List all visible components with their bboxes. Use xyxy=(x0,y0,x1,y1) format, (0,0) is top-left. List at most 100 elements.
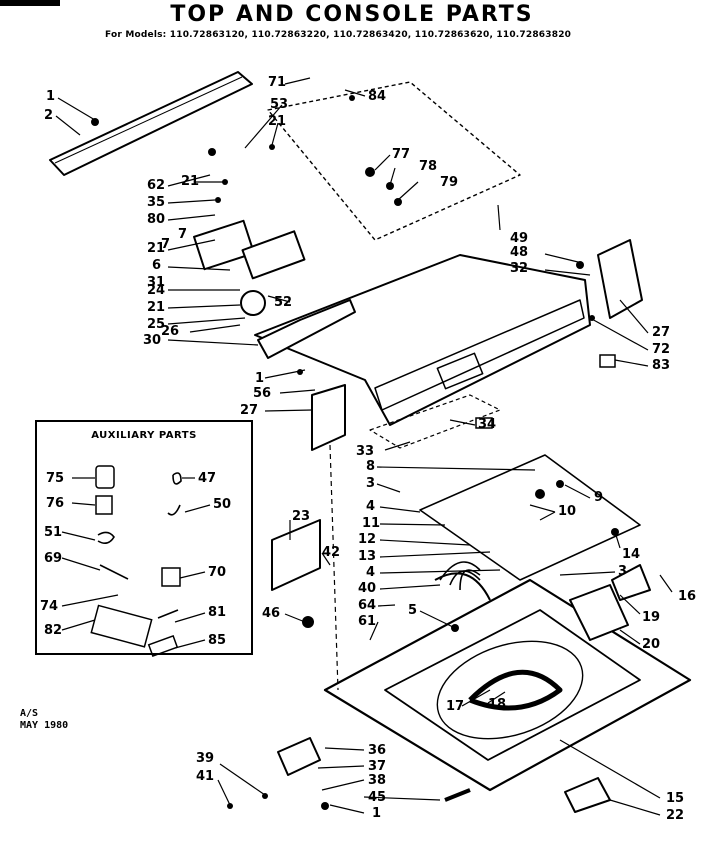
console-body-part xyxy=(254,254,591,426)
callout-70: 70 xyxy=(208,565,227,580)
callout-4: 4 xyxy=(366,565,376,580)
callout-14: 14 xyxy=(622,547,641,562)
lid-frame-outline xyxy=(419,454,641,581)
callout-15: 15 xyxy=(666,791,685,806)
footer-code: A/S xyxy=(20,708,39,719)
callout-7: 7 xyxy=(178,227,188,242)
front-panel-part xyxy=(311,384,346,451)
callout-1: 1 xyxy=(255,371,265,386)
callout-49: 49 xyxy=(510,231,529,246)
switch-housing-part xyxy=(277,737,321,776)
callout-79: 79 xyxy=(440,175,459,190)
callout-21: 21 xyxy=(147,241,166,256)
footer-date: MAY 1980 xyxy=(20,720,69,731)
switch-block-part xyxy=(241,230,306,280)
console-rear-cover-outline xyxy=(267,81,521,241)
callout-69: 69 xyxy=(44,551,63,566)
callout-2: 2 xyxy=(44,108,54,123)
callout-34: 34 xyxy=(478,417,497,432)
callout-76: 76 xyxy=(46,496,65,511)
callout-77: 77 xyxy=(392,147,411,162)
callout-7: 7 xyxy=(161,237,171,252)
callout-21: 21 xyxy=(147,300,166,315)
callout-83: 83 xyxy=(652,358,671,373)
callout-84: 84 xyxy=(368,89,387,104)
callout-51: 51 xyxy=(44,525,63,540)
callout-50: 50 xyxy=(213,497,232,512)
callout-61: 61 xyxy=(358,614,377,629)
callout-10: 10 xyxy=(558,504,577,519)
callout-3: 3 xyxy=(618,564,628,579)
callout-23: 23 xyxy=(292,509,311,524)
callout-42: 42 xyxy=(322,545,341,560)
callout-80: 80 xyxy=(147,212,166,227)
callout-64: 64 xyxy=(358,598,377,613)
end-cap-part xyxy=(597,239,643,319)
callout-82: 82 xyxy=(44,623,63,638)
callout-30: 30 xyxy=(143,333,162,348)
footer: A/S MAY 1980 xyxy=(20,708,68,732)
model-numbers: For Models: 110.72863120, 110.72863220, … xyxy=(105,30,572,40)
callout-5: 5 xyxy=(408,603,418,618)
foot-part xyxy=(564,777,611,813)
callout-1: 1 xyxy=(372,806,382,821)
callout-22: 22 xyxy=(666,808,685,823)
callout-31: 31 xyxy=(147,275,166,290)
callout-21: 21 xyxy=(181,174,200,189)
callout-4: 4 xyxy=(366,499,376,514)
callout-19: 19 xyxy=(642,610,661,625)
auxiliary-parts-title: AUXILIARY PARTS xyxy=(91,430,197,441)
auxiliary-parts-box xyxy=(35,420,253,655)
callout-39: 39 xyxy=(196,751,215,766)
callout-85: 85 xyxy=(208,633,227,648)
callout-45: 45 xyxy=(368,790,387,805)
callout-12: 12 xyxy=(358,532,377,547)
callout-53: 53 xyxy=(270,97,289,112)
callout-41: 41 xyxy=(196,769,215,784)
callout-6: 6 xyxy=(152,258,162,273)
hinge-part xyxy=(569,584,629,641)
callout-48: 48 xyxy=(510,245,529,260)
callout-17: 17 xyxy=(446,699,465,714)
callout-16: 16 xyxy=(678,589,697,604)
side-panel-part xyxy=(271,519,321,591)
callout-3: 3 xyxy=(366,476,376,491)
timer-switch-part xyxy=(193,219,255,271)
callout-74: 74 xyxy=(40,599,59,614)
callout-8: 8 xyxy=(366,459,376,474)
callout-81: 81 xyxy=(208,605,227,620)
callout-56: 56 xyxy=(253,386,272,401)
callout-24: 24 xyxy=(147,283,166,298)
callout-9: 9 xyxy=(594,490,604,505)
callout-1: 1 xyxy=(46,89,56,104)
callout-52: 52 xyxy=(274,295,293,310)
callout-71: 71 xyxy=(268,75,287,90)
left-bracket-part xyxy=(257,299,356,359)
callout-78: 78 xyxy=(419,159,438,174)
callout-20: 20 xyxy=(642,637,661,652)
callout-46: 46 xyxy=(262,606,281,621)
callout-75: 75 xyxy=(46,471,65,486)
motor-knob-part xyxy=(240,290,266,316)
lid-switch-part xyxy=(611,564,651,601)
callout-40: 40 xyxy=(358,581,377,596)
callout-11: 11 xyxy=(362,516,381,531)
callout-21: 21 xyxy=(268,114,287,129)
callout-18: 18 xyxy=(488,697,507,712)
callout-27: 27 xyxy=(652,325,671,340)
callout-37: 37 xyxy=(368,759,387,774)
callout-38: 38 xyxy=(368,773,387,788)
callout-36: 36 xyxy=(368,743,387,758)
callout-32: 32 xyxy=(510,261,529,276)
callout-72: 72 xyxy=(652,342,671,357)
callout-35: 35 xyxy=(147,195,166,210)
callout-62: 62 xyxy=(147,178,166,193)
callout-33: 33 xyxy=(356,444,375,459)
callout-13: 13 xyxy=(358,549,377,564)
callout-25: 25 xyxy=(147,317,166,332)
callout-47: 47 xyxy=(198,471,217,486)
header-mark xyxy=(0,0,60,6)
callout-27: 27 xyxy=(240,403,259,418)
callout-26: 26 xyxy=(161,324,180,339)
